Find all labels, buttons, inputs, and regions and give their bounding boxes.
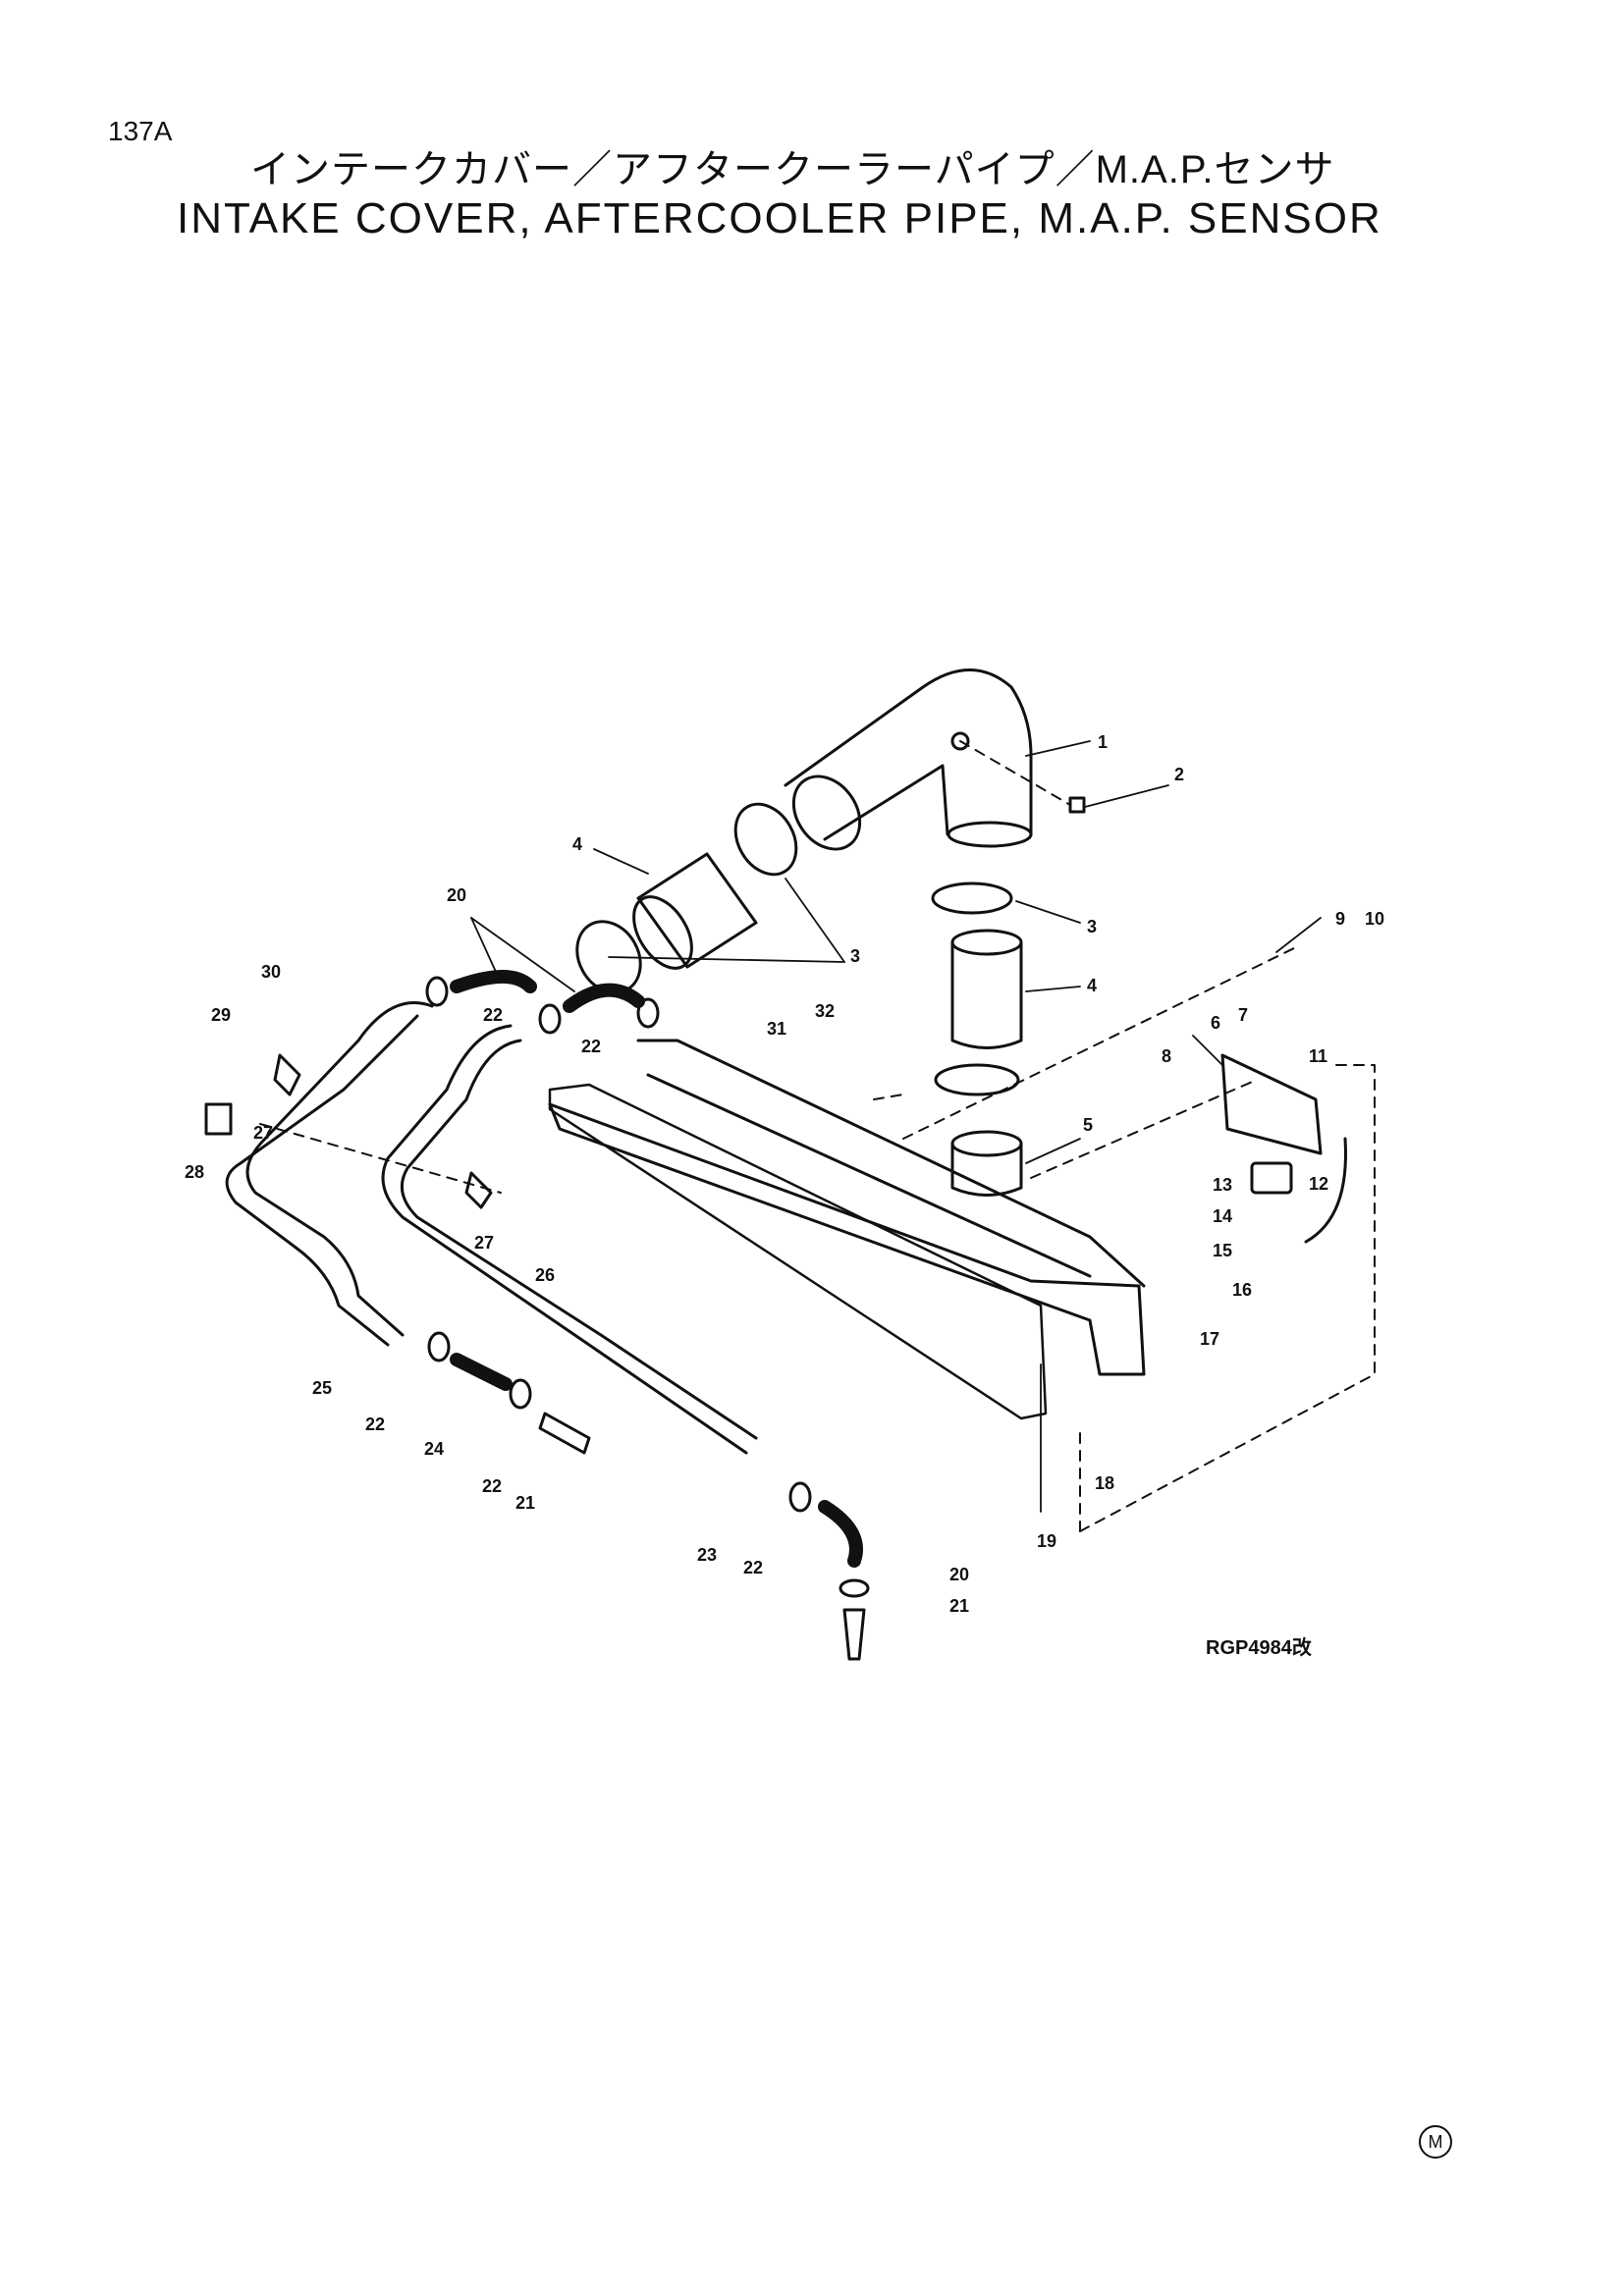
callout-21-left: 21: [515, 1493, 535, 1513]
callout-20-bottom: 20: [949, 1565, 969, 1584]
clip-28: [204, 1102, 233, 1136]
gasket-19: [548, 1083, 1048, 1420]
callout-29: 29: [211, 1005, 231, 1025]
callout-22-top-left: 22: [483, 1005, 503, 1025]
callout-8: 8: [1162, 1046, 1171, 1066]
callout-11: 11: [1309, 1046, 1327, 1066]
fitting-21-b: [842, 1608, 866, 1661]
clamp-3-lower: [934, 1063, 1020, 1096]
tube-25: [225, 1001, 434, 1347]
hose-24: [450, 1353, 513, 1391]
callout-10: 10: [1365, 909, 1384, 929]
wire-harness-16: [1304, 1137, 1347, 1244]
callout-17: 17: [1200, 1329, 1219, 1349]
clamp-22-d: [427, 1331, 451, 1362]
page-title-japanese: インテークカバー／アフタークーラーパイプ／M.A.P.センサ: [250, 148, 1335, 191]
clamp-22-c: [636, 997, 660, 1029]
hose-4-vertical: [950, 929, 1023, 1049]
callout-27-left: 27: [253, 1123, 273, 1143]
callout-25: 25: [312, 1378, 332, 1398]
callout-13: 13: [1213, 1175, 1232, 1195]
callout-32: 32: [815, 1001, 835, 1021]
callout-19: 19: [1037, 1531, 1056, 1551]
callout-2: 2: [1174, 765, 1184, 784]
callout-3-center: 3: [850, 946, 860, 966]
callout-20-top: 20: [447, 885, 466, 905]
callout-6: 6: [1211, 1013, 1220, 1033]
fitting-21-a: [538, 1412, 591, 1455]
hose-4-angled: [632, 852, 758, 970]
reference-code: RGP4984改: [1206, 1637, 1312, 1659]
callout-14: 14: [1213, 1206, 1232, 1226]
callout-1: 1: [1098, 732, 1108, 752]
callout-21-right: 21: [949, 1596, 969, 1616]
callout-22-bottom-left: 22: [365, 1415, 385, 1434]
callout-22-bottom-right: 22: [743, 1558, 763, 1577]
tube-23: [381, 1024, 758, 1455]
callout-7: 7: [1238, 1005, 1248, 1025]
callout-22-top-mid: 22: [581, 1037, 601, 1056]
callout-3-right: 3: [1087, 917, 1097, 936]
callout-5: 5: [1083, 1115, 1093, 1135]
callout-4-left: 4: [572, 834, 582, 854]
callout-24: 24: [424, 1439, 444, 1459]
clamp-22-e: [509, 1378, 532, 1410]
page-title-english: INTAKE COVER, AFTERCOOLER PIPE, M.A.P. S…: [177, 194, 1382, 242]
callout-12: 12: [1309, 1174, 1328, 1194]
callout-31: 31: [767, 1019, 786, 1039]
clamp-22-b: [538, 1003, 562, 1035]
map-sensor-13: [1250, 1161, 1293, 1195]
callout-9: 9: [1335, 909, 1345, 929]
callout-18: 18: [1095, 1473, 1114, 1493]
callout-22-bottom-mid: 22: [482, 1476, 502, 1496]
clamp-3-upper: [733, 802, 798, 877]
bracket-6: [1220, 1053, 1323, 1155]
page-number: 137A: [108, 116, 173, 146]
hose-20-a: [450, 970, 537, 993]
clamp-22-a: [425, 976, 449, 1007]
hose-20-c: [818, 1500, 863, 1568]
callout-16: 16: [1232, 1280, 1252, 1300]
circle-mark: M: [1419, 2125, 1452, 2159]
clip-27-b: [464, 1171, 493, 1209]
intake-cover-box: [548, 1039, 1146, 1376]
callout-30: 30: [261, 962, 281, 982]
callout-23: 23: [697, 1545, 717, 1565]
callout-27-mid: 27: [474, 1233, 494, 1253]
clip-27-a: [273, 1053, 301, 1096]
intake-elbow-pipe: [784, 668, 1033, 851]
callout-28: 28: [185, 1162, 204, 1182]
clamp-3-mid: [931, 881, 1013, 915]
callout-26: 26: [535, 1265, 555, 1285]
plug-2: [1068, 796, 1086, 814]
callout-15: 15: [1213, 1241, 1232, 1260]
callout-4-right: 4: [1087, 976, 1097, 995]
hose-20-b: [563, 983, 645, 1013]
